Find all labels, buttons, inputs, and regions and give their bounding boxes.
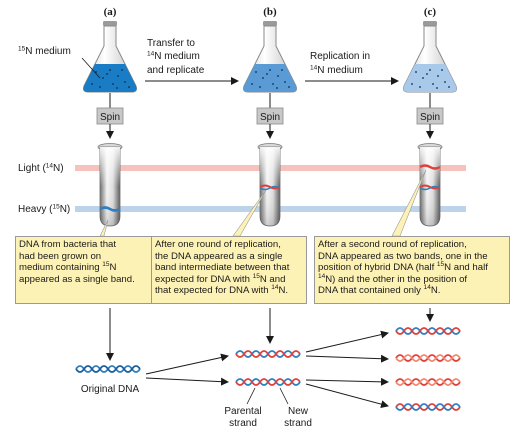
transfer-line-3: and replicate — [147, 65, 205, 76]
flask-medium-b — [243, 64, 297, 92]
transfer-line-1: Transfer to — [147, 38, 195, 49]
flask-icon — [83, 21, 137, 93]
dna-helix-icon — [75, 365, 141, 373]
replication-line-1: Replication in — [310, 51, 370, 62]
note-a: DNA from bacteria that had been grown on… — [15, 236, 153, 304]
light-band — [419, 164, 441, 170]
flask-icon — [403, 21, 457, 93]
test-tube-icon — [417, 143, 443, 227]
note-c: After a second round of replication, DNA… — [314, 236, 510, 304]
transfer-step: Transfer to 14N medium and replicate — [145, 38, 239, 85]
arrow-icon — [145, 353, 229, 375]
heavy-band — [99, 206, 121, 212]
heavy-label: Heavy (15N) — [18, 204, 70, 216]
medium-pointer — [81, 57, 101, 79]
arrow-icon — [305, 330, 389, 353]
test-tube-icon — [97, 143, 123, 227]
light-label: Light (14N) — [18, 163, 64, 175]
hybrid-band — [419, 184, 441, 190]
new-pointer — [279, 387, 289, 405]
hybrid-band — [259, 184, 281, 190]
arrow-icon — [305, 383, 389, 409]
spin-step-a: Spin — [96, 93, 124, 139]
test-tube-icon — [257, 143, 283, 227]
transfer-iso: 14 — [147, 51, 155, 58]
parental-label-line-1: Parental — [224, 406, 261, 417]
arrow-icon — [305, 377, 389, 386]
panel-label-b: (b) — [263, 6, 277, 18]
replication-step: Replication in 14N medium — [305, 51, 399, 85]
dna-helix-icon — [395, 378, 461, 386]
dna-helix-icon — [235, 350, 301, 358]
dna-helix-icon — [395, 403, 461, 411]
spin-label: Spin — [420, 112, 440, 123]
new-label-line-1: New — [288, 406, 309, 417]
panel-label-a: (a) — [104, 6, 117, 18]
spin-step-b: Spin — [256, 93, 284, 139]
note-b: After one round of replication, the DNA … — [151, 236, 307, 304]
flask-medium-a — [83, 64, 137, 92]
new-label-line-2: strand — [284, 418, 312, 429]
dna-helix-icon — [235, 378, 301, 386]
dna-helix-icon — [395, 354, 461, 362]
original-dna-label: Original DNA — [81, 384, 140, 395]
svg-text:14N medium: 14N medium — [310, 65, 363, 77]
replication-iso: 14 — [310, 65, 318, 72]
panel-label-c: (c) — [424, 6, 437, 18]
dna-helix-icon — [395, 327, 461, 335]
spin-label: Spin — [260, 112, 280, 123]
arrow-icon — [305, 354, 389, 363]
parental-label-line-2: strand — [229, 418, 257, 429]
medium-label: 15N medium — [18, 46, 101, 79]
medium-iso: 15 — [18, 46, 26, 53]
transfer-line-2: N medium — [154, 51, 200, 62]
spin-step-c: Spin — [416, 93, 444, 139]
medium-text: N medium — [25, 46, 71, 57]
flask-icon — [243, 21, 297, 93]
flask-medium-c — [403, 64, 457, 92]
spin-label: Spin — [100, 112, 120, 123]
arrow-icon — [145, 377, 229, 386]
replication-line-2: N medium — [317, 65, 363, 76]
svg-text:14N medium: 14N medium — [147, 51, 200, 63]
svg-text:15N medium: 15N medium — [18, 46, 71, 58]
parental-pointer — [246, 387, 256, 405]
